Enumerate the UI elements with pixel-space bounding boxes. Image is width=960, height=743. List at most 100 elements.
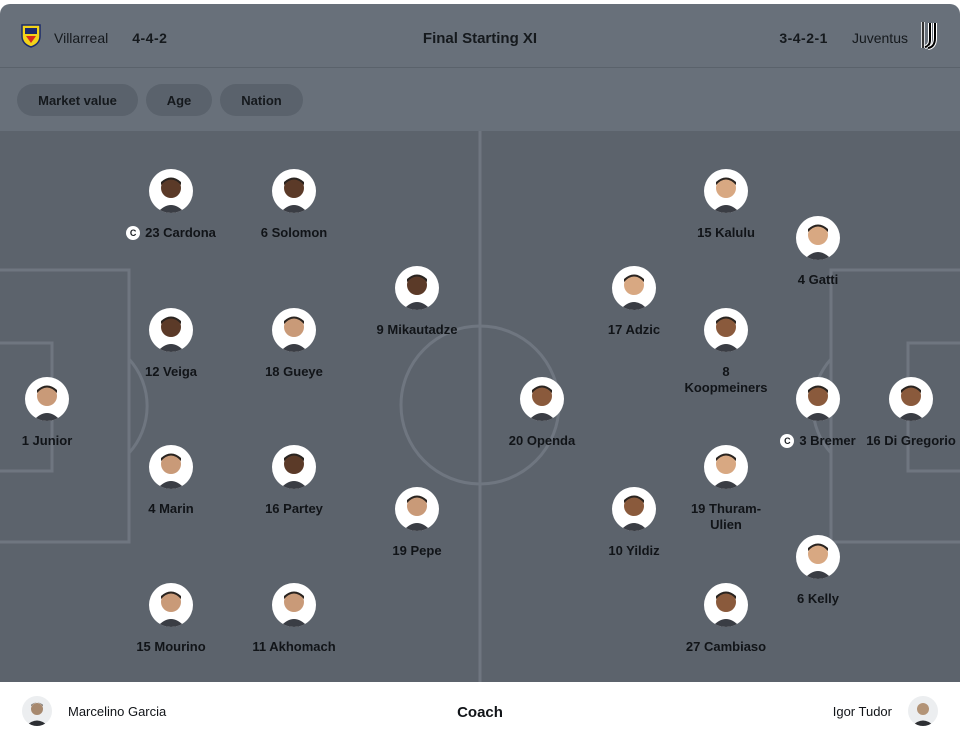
away-team[interactable]: 3-4-2-1 Juventus	[779, 20, 940, 55]
person-icon	[403, 274, 431, 310]
player-label: 6 Kelly	[797, 591, 839, 606]
away-team-name: Juventus	[851, 29, 908, 46]
player-card[interactable]: 27 Cambiaso	[661, 583, 791, 655]
player-label: 19 Thuram-Ulien	[690, 501, 762, 532]
player-name: 27 Cambiaso	[661, 639, 791, 655]
filter-nation[interactable]: Nation	[220, 84, 303, 116]
person-icon	[26, 702, 48, 726]
player-avatar	[704, 308, 748, 352]
player-card[interactable]: 15 Kalulu	[661, 169, 791, 241]
player-card[interactable]: 10 Yildiz	[569, 487, 699, 559]
away-coach-name: Igor Tudor	[832, 703, 892, 719]
player-avatar	[149, 583, 193, 627]
player-avatar	[272, 445, 316, 489]
player-name: 6 Kelly	[753, 591, 883, 607]
lineup-header: Villarreal 4-4-2 Final Starting XI 3-4-2…	[0, 4, 960, 68]
player-avatar	[704, 169, 748, 213]
player-card[interactable]: 16 Di Gregorio	[846, 377, 960, 449]
player-name: 18 Gueye	[229, 364, 359, 380]
coach-bar: Marcelino Garcia Coach Igor Tudor	[0, 682, 960, 743]
player-label: 18 Gueye	[265, 364, 323, 379]
player-label: 16 Partey	[265, 501, 323, 516]
person-icon	[897, 385, 925, 421]
player-avatar	[796, 535, 840, 579]
player-avatar	[796, 216, 840, 260]
coach-avatar	[908, 696, 938, 726]
player-name: 4 Marin	[106, 501, 236, 517]
player-avatar	[520, 377, 564, 421]
player-card[interactable]: 1 Junior	[0, 377, 112, 449]
player-label: 11 Akhomach	[252, 639, 336, 654]
player-name: 10 Yildiz	[569, 543, 699, 559]
player-label: 4 Marin	[148, 501, 194, 516]
player-label: 6 Solomon	[260, 225, 328, 240]
villarreal-crest-icon	[20, 22, 42, 53]
player-label: 8 Koopmeiners	[684, 364, 768, 395]
player-card[interactable]: 12 Veiga	[106, 308, 236, 380]
player-card[interactable]: 19 Pepe	[352, 487, 482, 559]
person-icon	[804, 543, 832, 579]
player-card[interactable]: 20 Openda	[477, 377, 607, 449]
player-name: C 3 Bremer	[753, 433, 883, 449]
player-card[interactable]: 17 Adzic	[569, 266, 699, 338]
player-name: 17 Adzic	[569, 322, 699, 338]
person-icon	[712, 177, 740, 213]
filter-market-value[interactable]: Market value	[17, 84, 138, 116]
captain-badge-icon: C	[126, 226, 141, 240]
coach-avatar	[22, 696, 52, 726]
player-card[interactable]: 11 Akhomach	[229, 583, 359, 655]
player-card[interactable]: 6 Solomon	[229, 169, 359, 241]
player-card[interactable]: 6 Kelly	[753, 535, 883, 607]
player-avatar	[272, 169, 316, 213]
player-label: 3 Bremer	[799, 433, 856, 448]
player-name: 12 Veiga	[106, 364, 236, 380]
person-icon	[280, 316, 308, 352]
player-name: 19 Pepe	[352, 543, 482, 559]
filter-bar: Market value Age Nation	[0, 68, 960, 131]
player-card[interactable]: 15 Mourino	[106, 583, 236, 655]
player-card[interactable]: 18 Gueye	[229, 308, 359, 380]
player-card[interactable]: 4 Marin	[106, 445, 236, 517]
player-label: 15 Mourino	[136, 639, 206, 654]
player-name: 4 Gatti	[753, 272, 883, 288]
home-team[interactable]: Villarreal 4-4-2	[20, 22, 167, 53]
player-label: 12 Veiga	[144, 364, 198, 379]
player-card[interactable]: 4 Gatti	[753, 216, 883, 288]
filter-age[interactable]: Age	[146, 84, 212, 116]
player-name: 1 Junior	[0, 433, 112, 449]
person-icon	[712, 453, 740, 489]
away-coach[interactable]: Igor Tudor	[833, 696, 938, 726]
player-label: 17 Adzic	[607, 322, 661, 337]
player-avatar	[612, 266, 656, 310]
person-icon	[280, 453, 308, 489]
player-avatar	[704, 583, 748, 627]
player-avatar	[149, 308, 193, 352]
player-card[interactable]: C 3 Bremer	[753, 377, 883, 449]
person-icon	[157, 591, 185, 627]
home-coach[interactable]: Marcelino Garcia	[22, 696, 166, 726]
person-icon	[804, 224, 832, 260]
person-icon	[403, 495, 431, 531]
player-card[interactable]: 19 Thuram-Ulien	[661, 445, 791, 533]
coach-label: Coach	[457, 704, 503, 721]
person-icon	[280, 177, 308, 213]
player-name: 16 Partey	[229, 501, 359, 517]
player-card[interactable]: 9 Mikautadze	[352, 266, 482, 338]
home-coach-name: Marcelino Garcia	[68, 703, 167, 719]
player-avatar	[149, 445, 193, 489]
captain-badge-icon: C	[780, 434, 795, 448]
player-card[interactable]: 16 Partey	[229, 445, 359, 517]
home-team-name: Villarreal	[54, 29, 109, 46]
person-icon	[33, 385, 61, 421]
player-label: 9 Mikautadze	[376, 322, 458, 337]
player-avatar	[395, 487, 439, 531]
person-icon	[157, 453, 185, 489]
person-icon	[157, 177, 185, 213]
person-icon	[804, 385, 832, 421]
player-label: 15 Kalulu	[697, 225, 755, 240]
player-card[interactable]: 8 Koopmeiners	[661, 308, 791, 396]
player-label: 10 Yildiz	[608, 543, 660, 558]
